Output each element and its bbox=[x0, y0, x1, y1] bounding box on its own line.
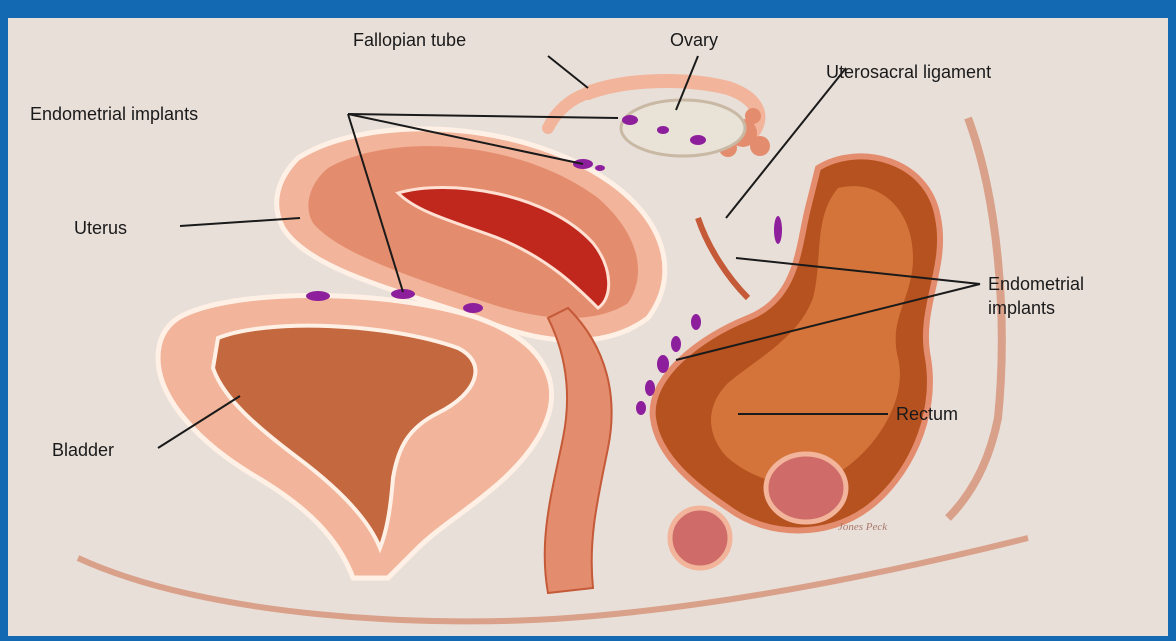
label-endometrial-implants-top: Endometrial implants bbox=[30, 104, 198, 124]
label-endometrial-implants-right-line2: implants bbox=[988, 298, 1055, 318]
label-bladder: Bladder bbox=[52, 440, 114, 460]
ovary-shape bbox=[621, 100, 745, 156]
label-uterus: Uterus bbox=[74, 218, 127, 238]
label-rectum: Rectum bbox=[896, 404, 958, 424]
diagram-canvas: Fallopian tube Ovary Uterosacral ligamen… bbox=[8, 18, 1168, 636]
label-uterosacral-ligament: Uterosacral ligament bbox=[826, 62, 991, 82]
label-ovary: Ovary bbox=[670, 30, 718, 50]
label-fallopian-tube: Fallopian tube bbox=[353, 30, 466, 50]
anal-tissue-2 bbox=[670, 508, 730, 568]
label-endometrial-implants-right-line1: Endometrial bbox=[988, 274, 1084, 294]
artist-signature: Jones Peck bbox=[838, 521, 888, 533]
anal-tissue-1 bbox=[766, 454, 846, 522]
anatomy-illustration: Fallopian tube Ovary Uterosacral ligamen… bbox=[8, 18, 1168, 636]
